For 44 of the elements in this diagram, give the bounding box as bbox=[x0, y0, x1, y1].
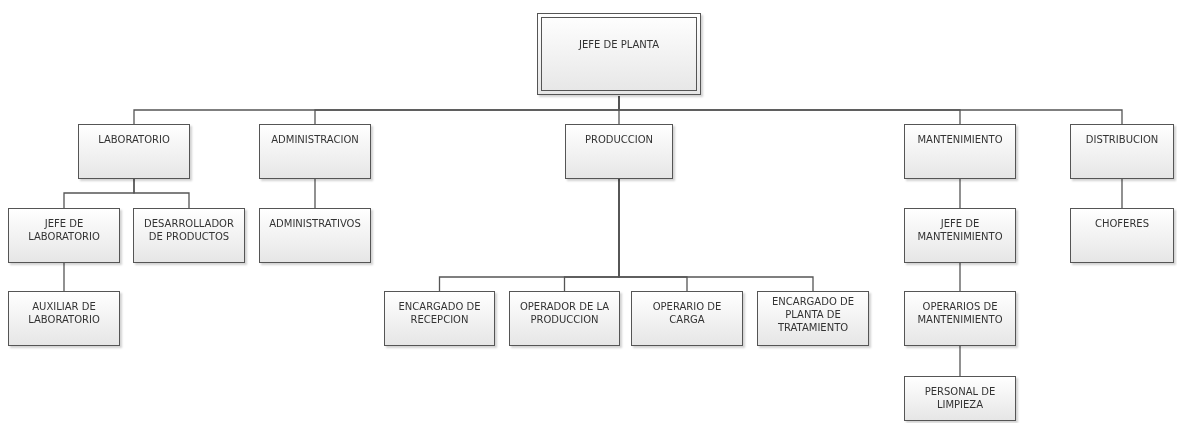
org-box bbox=[1070, 124, 1174, 179]
org-box bbox=[904, 291, 1016, 346]
connector-line bbox=[959, 178, 961, 209]
org-box bbox=[904, 124, 1016, 179]
role-label: ENCARGADO DE PLANTA DE TRATAMIENTO bbox=[771, 295, 855, 334]
connector-line bbox=[63, 262, 65, 292]
org-box bbox=[259, 124, 371, 179]
org-box bbox=[8, 208, 120, 263]
role-label: OPERARIO DE CARGA bbox=[651, 300, 723, 326]
org-box bbox=[133, 208, 245, 263]
role-label: LABORATORIO bbox=[98, 133, 170, 146]
root-box bbox=[537, 13, 701, 95]
role-label: PERSONAL DE LIMPIEZA bbox=[923, 385, 997, 411]
role-label: CHOFERES bbox=[1094, 217, 1150, 230]
org-box bbox=[565, 124, 673, 179]
org-box bbox=[384, 291, 495, 346]
connector-line bbox=[133, 178, 190, 209]
org-box bbox=[78, 124, 190, 179]
connector-line bbox=[959, 262, 961, 292]
org-box bbox=[904, 376, 1016, 421]
connector-line bbox=[1121, 178, 1123, 209]
org-box bbox=[631, 291, 743, 346]
role-label: OPERADOR DE LA PRODUCCION bbox=[518, 300, 611, 326]
role-label: ADMINISTRACION bbox=[271, 133, 359, 146]
role-label: DISTRIBUCION bbox=[1085, 133, 1159, 146]
role-label: PRODUCCION bbox=[584, 133, 654, 146]
role-label: JEFE DE MANTENIMIENTO bbox=[916, 217, 1004, 243]
role-label: OPERARIOS DE MANTENIMIENTO bbox=[916, 300, 1004, 326]
connector-line bbox=[314, 178, 316, 209]
role-label: JEFE DE LABORATORIO bbox=[27, 217, 101, 243]
role-label: ENCARGADO DE RECEPCION bbox=[397, 300, 482, 326]
role-label: JEFE DE PLANTA bbox=[578, 38, 659, 51]
role-label: MANTENIMIENTO bbox=[917, 133, 1003, 146]
role-label: AUXILIAR DE LABORATORIO bbox=[27, 300, 101, 326]
org-box bbox=[259, 208, 371, 263]
org-box bbox=[509, 291, 620, 346]
org-box bbox=[904, 208, 1016, 263]
org-box bbox=[757, 291, 869, 346]
org-box bbox=[1070, 208, 1174, 263]
connector-line bbox=[618, 178, 814, 292]
role-label: ADMINISTRATIVOS bbox=[269, 217, 361, 230]
role-label: DESARROLLADOR DE PRODUCTOS bbox=[143, 217, 235, 243]
org-box bbox=[8, 291, 120, 346]
connector-line bbox=[959, 345, 961, 377]
